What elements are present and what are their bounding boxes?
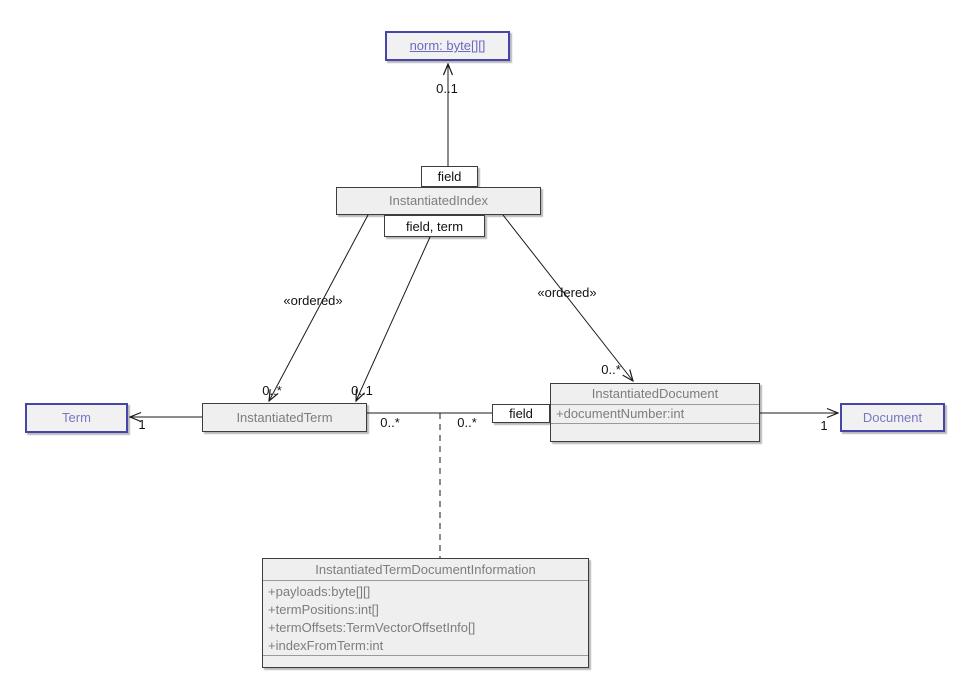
stereotype-ordered-left: «ordered» [283,293,343,308]
edge-index-to-document [502,214,633,381]
multiplicity-one-document: 1 [820,418,828,433]
class-title: InstantiatedDocument [591,386,719,401]
class-term[interactable]: Term [25,403,128,433]
class-attribute: +indexFromTerm:int [268,638,384,653]
class-title: InstantiatedIndex [388,193,489,208]
multiplicity-norm: 0..1 [436,81,458,96]
class-norm[interactable]: norm: byte[][] [385,31,510,61]
class-instantiated-term-document-information[interactable]: InstantiatedTermDocumentInformation +pay… [262,558,589,668]
class-title: InstantiatedTermDocumentInformation [315,562,536,577]
qualifier-field-top: field [421,166,478,187]
qualifier-field-top-label: field [437,169,462,184]
edge-index-to-term-right [356,236,431,401]
class-instantiated-term[interactable]: InstantiatedTerm [202,403,367,432]
document-label[interactable]: Document [862,410,923,425]
edge-index-to-term-left [269,214,369,401]
norm-label[interactable]: norm: byte[][] [409,38,486,53]
class-attribute: +documentNumber:int [556,406,685,421]
class-document[interactable]: Document [840,403,945,432]
attributes-compartment: +documentNumber:int [551,404,759,423]
multiplicity-assoc-left: 0..* [380,415,400,430]
class-attribute: +payloads:byte[][] [268,584,371,599]
qualifier-field-term: field, term [384,215,485,237]
operations-compartment [551,423,759,440]
class-instantiated-index[interactable]: InstantiatedIndex [336,187,541,215]
term-label[interactable]: Term [62,410,91,425]
class-attribute: +termPositions:int[] [268,602,379,617]
class-title: InstantiatedTerm [236,410,333,425]
multiplicity-assoc-right: 0..* [457,415,477,430]
class-attribute: +termOffsets:TermVectorOffsetInfo[] [268,620,476,635]
qualifier-field-term-label: field, term [405,218,464,234]
multiplicity-one-term: 1 [138,417,146,432]
stereotype-ordered-right: «ordered» [537,285,597,300]
multiplicity-document-top: 0..* [601,362,621,377]
multiplicity-term-right: 0..1 [351,383,373,398]
qualifier-field-document-label: field [509,406,533,421]
qualifier-field-document: field [492,404,550,423]
attributes-compartment: +payloads:byte[][] +termPositions:int[] … [263,580,588,655]
multiplicity-term-left: 0..* [262,383,282,398]
class-instantiated-document[interactable]: InstantiatedDocument +documentNumber:int [550,383,760,442]
operations-compartment [263,655,588,667]
